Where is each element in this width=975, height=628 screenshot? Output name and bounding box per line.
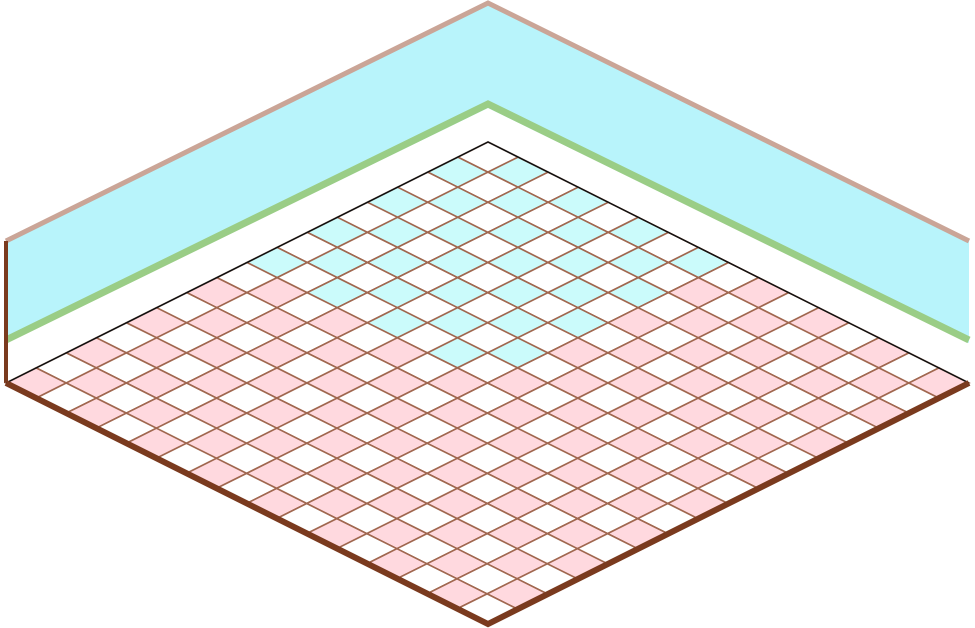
floor-front-edge xyxy=(4,380,971,628)
back-walls xyxy=(4,0,971,383)
wall-stripe xyxy=(4,100,971,344)
wall-top-trim xyxy=(4,0,971,244)
floor-tiles xyxy=(4,141,971,625)
floor-back-edge xyxy=(5,141,970,384)
floor-border xyxy=(4,141,971,628)
